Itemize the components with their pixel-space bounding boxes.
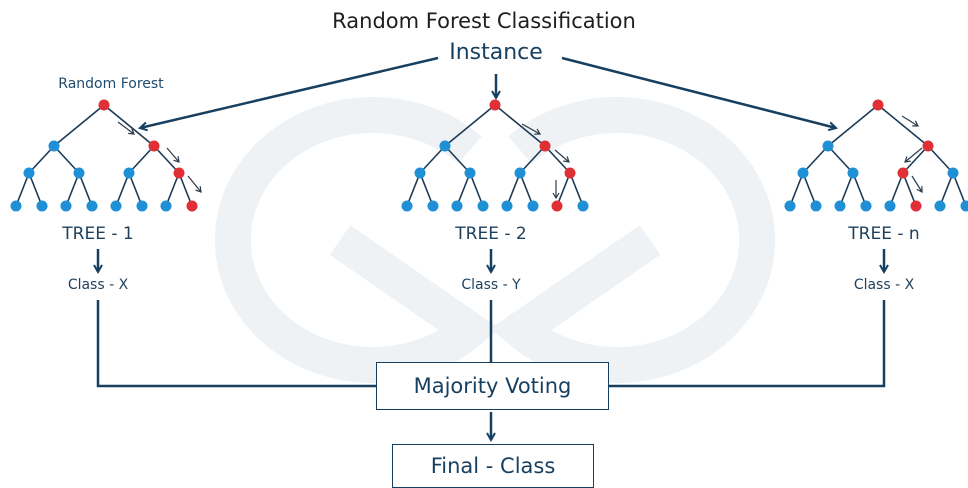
- instance-label: Instance: [440, 40, 552, 65]
- tree-2-label: TREE - 2: [421, 224, 561, 244]
- tree-node: [24, 168, 35, 179]
- diagram-title: Random Forest Classification: [0, 9, 968, 33]
- tree-node: [61, 201, 72, 212]
- decision-path-node: [898, 168, 909, 179]
- tree-branch: [903, 146, 928, 173]
- tree-branch: [54, 105, 104, 146]
- tree-branch: [129, 146, 154, 173]
- tree-node: [37, 201, 48, 212]
- tree-node: [835, 201, 846, 212]
- tree-1-class-label: Class - X: [28, 277, 168, 293]
- decision-path-node: [490, 100, 501, 111]
- instance-arrows: [140, 58, 836, 128]
- tree-node: [885, 201, 896, 212]
- tree-node: [811, 201, 822, 212]
- decision-path-arrow: [912, 176, 922, 192]
- tree-node: [478, 201, 489, 212]
- tree-node: [111, 201, 122, 212]
- tree-node: [11, 201, 22, 212]
- majority-voting-box: Majority Voting: [376, 362, 609, 410]
- tree-node: [502, 201, 513, 212]
- decision-tree-1: [11, 100, 202, 212]
- tree-node: [415, 168, 426, 179]
- tree-node: [440, 141, 451, 152]
- tree-node: [428, 201, 439, 212]
- tree-node: [515, 168, 526, 179]
- tree-node: [137, 201, 148, 212]
- decision-path-node: [99, 100, 110, 111]
- tree-branch: [928, 146, 953, 173]
- random-forest-label: Random Forest: [28, 76, 194, 92]
- tree-node: [578, 201, 589, 212]
- tree-node: [823, 141, 834, 152]
- decision-path-node: [552, 201, 563, 212]
- tree-node: [948, 168, 959, 179]
- tree-1-label: TREE - 1: [28, 224, 168, 244]
- tree-node: [161, 201, 172, 212]
- tree-node: [87, 201, 98, 212]
- tree-branch: [154, 146, 179, 173]
- tree-node: [861, 201, 872, 212]
- tree-branch: [54, 146, 79, 173]
- decision-path-node: [911, 201, 922, 212]
- decision-path-arrow: [188, 176, 201, 192]
- tree-node: [961, 201, 968, 212]
- tree-node: [935, 201, 946, 212]
- tree-node: [452, 201, 463, 212]
- decision-path-node: [923, 141, 934, 152]
- trees-layer: [11, 100, 968, 212]
- tree-branch: [29, 146, 54, 173]
- tree-branch: [828, 146, 853, 173]
- tree-node: [798, 168, 809, 179]
- tree-node: [74, 168, 85, 179]
- tree-node: [124, 168, 135, 179]
- tree-branch: [878, 105, 928, 146]
- decision-path-node: [565, 168, 576, 179]
- tree-branch: [828, 105, 878, 146]
- tree-node: [402, 201, 413, 212]
- decision-path-node: [149, 141, 160, 152]
- decision-path-node: [187, 201, 198, 212]
- decision-path-node: [540, 141, 551, 152]
- decision-path-node: [873, 100, 884, 111]
- tree-2-class-label: Class - Y: [421, 277, 561, 293]
- tree-branch: [420, 146, 445, 173]
- decision-path-node: [174, 168, 185, 179]
- tree-branch: [803, 146, 828, 173]
- decision-tree-3: [785, 100, 968, 212]
- tree-node: [848, 168, 859, 179]
- final-class-box: Final - Class: [392, 444, 594, 488]
- tree-n-class-label: Class - X: [814, 277, 954, 293]
- decision-path-arrow: [167, 148, 179, 162]
- tree-node: [785, 201, 796, 212]
- tree-node: [49, 141, 60, 152]
- tree-node: [465, 168, 476, 179]
- decision-path-arrow: [902, 116, 918, 126]
- tree-node: [528, 201, 539, 212]
- tree-n-label: TREE - n: [814, 224, 954, 244]
